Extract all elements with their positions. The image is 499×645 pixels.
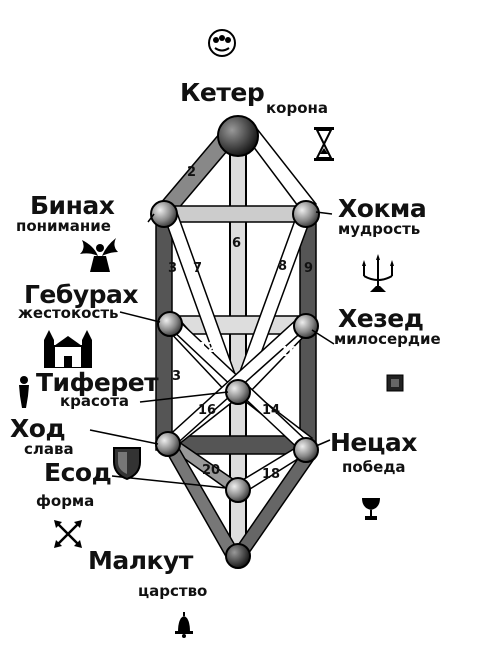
label-malkut-name: Малкут (88, 546, 193, 575)
sphere-hesed (293, 313, 319, 339)
label-gevurah-name: Гебурах (24, 280, 139, 309)
path-number: 9 (304, 261, 313, 276)
sphere-hokhma (292, 200, 320, 228)
path-number: 20 (202, 463, 220, 478)
cup-icon (362, 498, 380, 520)
label-hokhma-name: Хокма (338, 194, 427, 223)
label-netzah-meaning: победа (342, 458, 406, 476)
label-hesed-name: Хезед (338, 304, 424, 333)
sphere-hod (155, 431, 181, 457)
path-number: 3 (168, 261, 177, 276)
sphere-keter (217, 115, 259, 157)
three-faces-icon (208, 29, 236, 57)
label-gevurah-meaning: жестокость (18, 304, 119, 322)
path-number: 6 (232, 236, 241, 251)
label-yesod-name: Есод (44, 458, 112, 487)
label-netzah-name: Нецах (330, 428, 417, 457)
path-number: 14 (262, 403, 280, 418)
path-number: 18 (262, 467, 280, 482)
bell-icon (175, 612, 193, 638)
hourglass-icon (314, 127, 334, 161)
path-numbers: 2 3 6 7 8 9 10 12 14 16 18 20 3 (168, 165, 313, 482)
label-tiferet-meaning: красота (60, 392, 130, 410)
sphere-malkut (225, 543, 251, 569)
sphere-tiferet (225, 379, 251, 405)
label-keter-meaning: корона (266, 99, 329, 117)
sphere-netzah (293, 437, 319, 463)
label-malkut-meaning: царство (138, 582, 208, 600)
path-number: 3 (172, 369, 181, 384)
label-keter-name: Кетер (180, 78, 265, 107)
label-tiferet-name: Тиферет (36, 368, 159, 397)
path-number: 7 (193, 261, 202, 276)
shield-icon (113, 447, 141, 480)
spheres (150, 115, 320, 569)
crossed-arrows-icon (54, 520, 82, 548)
castle-icon (44, 330, 92, 368)
label-hesed-meaning: милосердие (334, 330, 441, 348)
path-gevurah-hesed (171, 315, 301, 335)
sphere-binah (150, 200, 178, 228)
label-hod-meaning: слава (24, 440, 74, 458)
label-binah-meaning: понимание (16, 217, 111, 235)
candelabrum-icon (362, 254, 394, 292)
label-hod-name: Ход (10, 414, 66, 443)
label-yesod-meaning: форма (36, 492, 95, 510)
angel-icon (80, 238, 118, 272)
path-number: 10 (280, 345, 298, 360)
label-binah-name: Бинах (30, 191, 115, 220)
sphere-yesod (225, 477, 251, 503)
path-binah-hokhma (171, 205, 303, 223)
square-emblem-icon (386, 374, 404, 392)
paths (158, 119, 318, 561)
path-number: 8 (278, 259, 287, 274)
figure-icon (19, 376, 29, 408)
path-number: 2 (187, 165, 196, 180)
sphere-gevurah (157, 311, 183, 337)
path-number: 16 (198, 403, 216, 418)
path-number: 12 (198, 341, 216, 356)
label-hokhma-meaning: мудрость (338, 220, 421, 238)
